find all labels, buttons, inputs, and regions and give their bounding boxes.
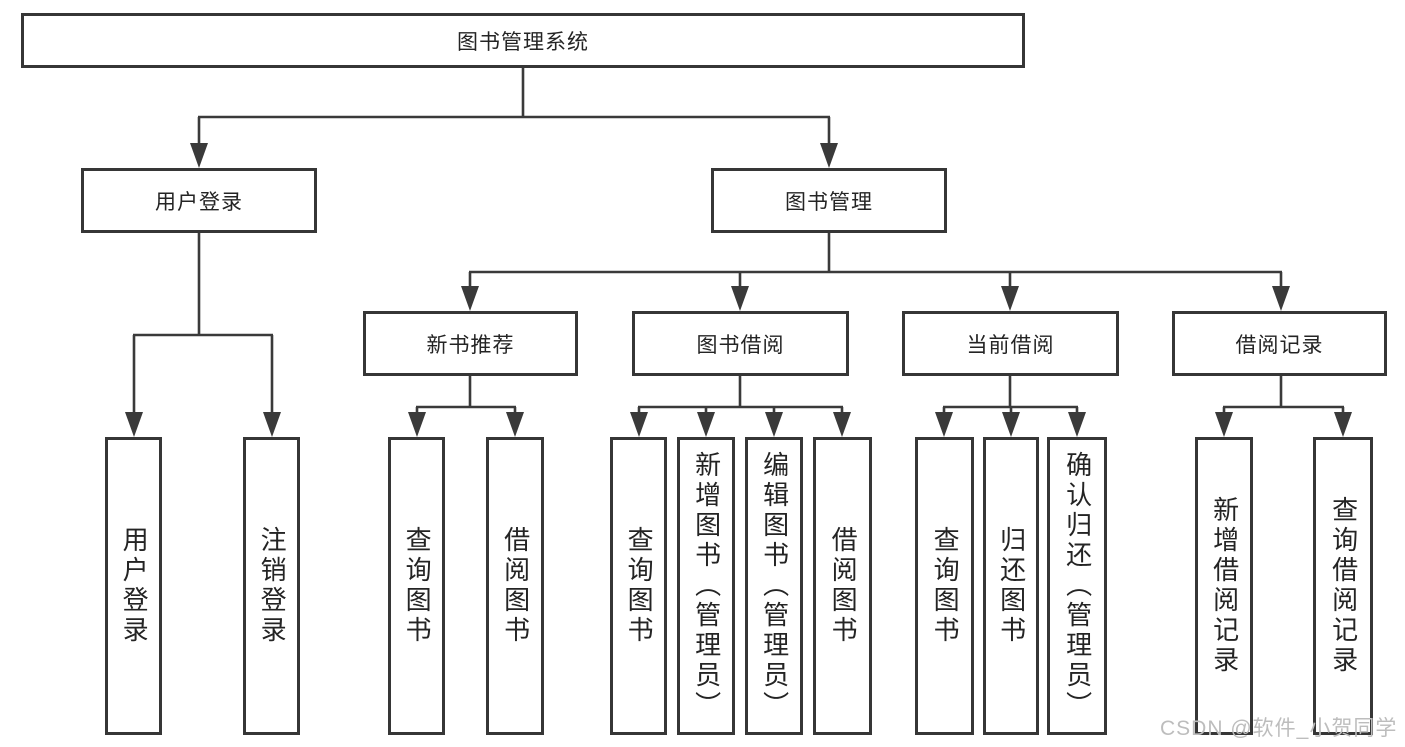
connector-user-login-to-leaves xyxy=(125,233,281,437)
csdn-watermark: CSDN @软件_小贺同学 xyxy=(1160,717,1398,740)
leaf-query-books-current: 查询图书 xyxy=(915,437,974,735)
leaf-label: 确认归还（管理员） xyxy=(1062,451,1093,721)
leaf-query-books-borrow: 查询图书 xyxy=(610,437,667,735)
leaf-label: 查询图书 xyxy=(930,526,961,646)
node-user-login: 用户登录 xyxy=(81,168,317,233)
node-label: 图书借阅 xyxy=(696,333,785,357)
leaf-add-borrow-record: 新增借阅记录 xyxy=(1195,437,1253,735)
leaf-label: 编辑图书（管理员） xyxy=(759,451,790,721)
leaf-user-login: 用户登录 xyxy=(105,437,162,735)
connector-root-to-level2 xyxy=(190,68,838,168)
leaf-label: 查询图书 xyxy=(402,526,433,646)
connector-book-borrow-to-leaves xyxy=(630,376,851,437)
connector-book-mgmt-to-level3 xyxy=(461,233,1290,311)
leaf-label: 新增图书（管理员） xyxy=(691,451,722,721)
connector-new-book-to-leaves xyxy=(408,376,524,437)
node-label: 图书管理系统 xyxy=(457,30,589,54)
leaf-query-books-recommend: 查询图书 xyxy=(388,437,445,735)
leaf-label: 归还图书 xyxy=(996,526,1027,646)
leaf-label: 查询借阅记录 xyxy=(1328,496,1359,676)
node-book-management: 图书管理 xyxy=(711,168,947,233)
connector-current-borrow-to-leaves xyxy=(935,376,1086,437)
node-label: 新书推荐 xyxy=(426,333,515,357)
leaf-label: 借阅图书 xyxy=(828,526,859,646)
node-label: 借阅记录 xyxy=(1235,333,1324,357)
connector-borrow-record-to-leaves xyxy=(1215,376,1352,437)
node-label: 用户登录 xyxy=(155,190,243,214)
leaf-query-borrow-record: 查询借阅记录 xyxy=(1313,437,1373,735)
node-label: 图书管理 xyxy=(785,190,873,214)
leaf-label: 借阅图书 xyxy=(500,526,531,646)
node-new-book-recommend: 新书推荐 xyxy=(363,311,578,376)
node-book-borrow: 图书借阅 xyxy=(632,311,849,376)
leaf-add-books-admin: 新增图书（管理员） xyxy=(677,437,735,735)
leaf-label: 注销登录 xyxy=(257,526,288,646)
node-current-borrow: 当前借阅 xyxy=(902,311,1119,376)
leaf-label: 新增借阅记录 xyxy=(1209,496,1240,676)
leaf-edit-books-admin: 编辑图书（管理员） xyxy=(745,437,803,735)
leaf-label: 用户登录 xyxy=(119,526,150,646)
leaf-return-books: 归还图书 xyxy=(983,437,1039,735)
leaf-label: 查询图书 xyxy=(624,526,655,646)
leaf-borrow-books: 借阅图书 xyxy=(813,437,872,735)
leaf-borrow-books-recommend: 借阅图书 xyxy=(486,437,544,735)
node-library-management-system: 图书管理系统 xyxy=(21,13,1025,68)
leaf-confirm-return-admin: 确认归还（管理员） xyxy=(1047,437,1107,735)
node-borrow-record: 借阅记录 xyxy=(1172,311,1387,376)
node-label: 当前借阅 xyxy=(966,333,1055,357)
leaf-logout: 注销登录 xyxy=(243,437,300,735)
